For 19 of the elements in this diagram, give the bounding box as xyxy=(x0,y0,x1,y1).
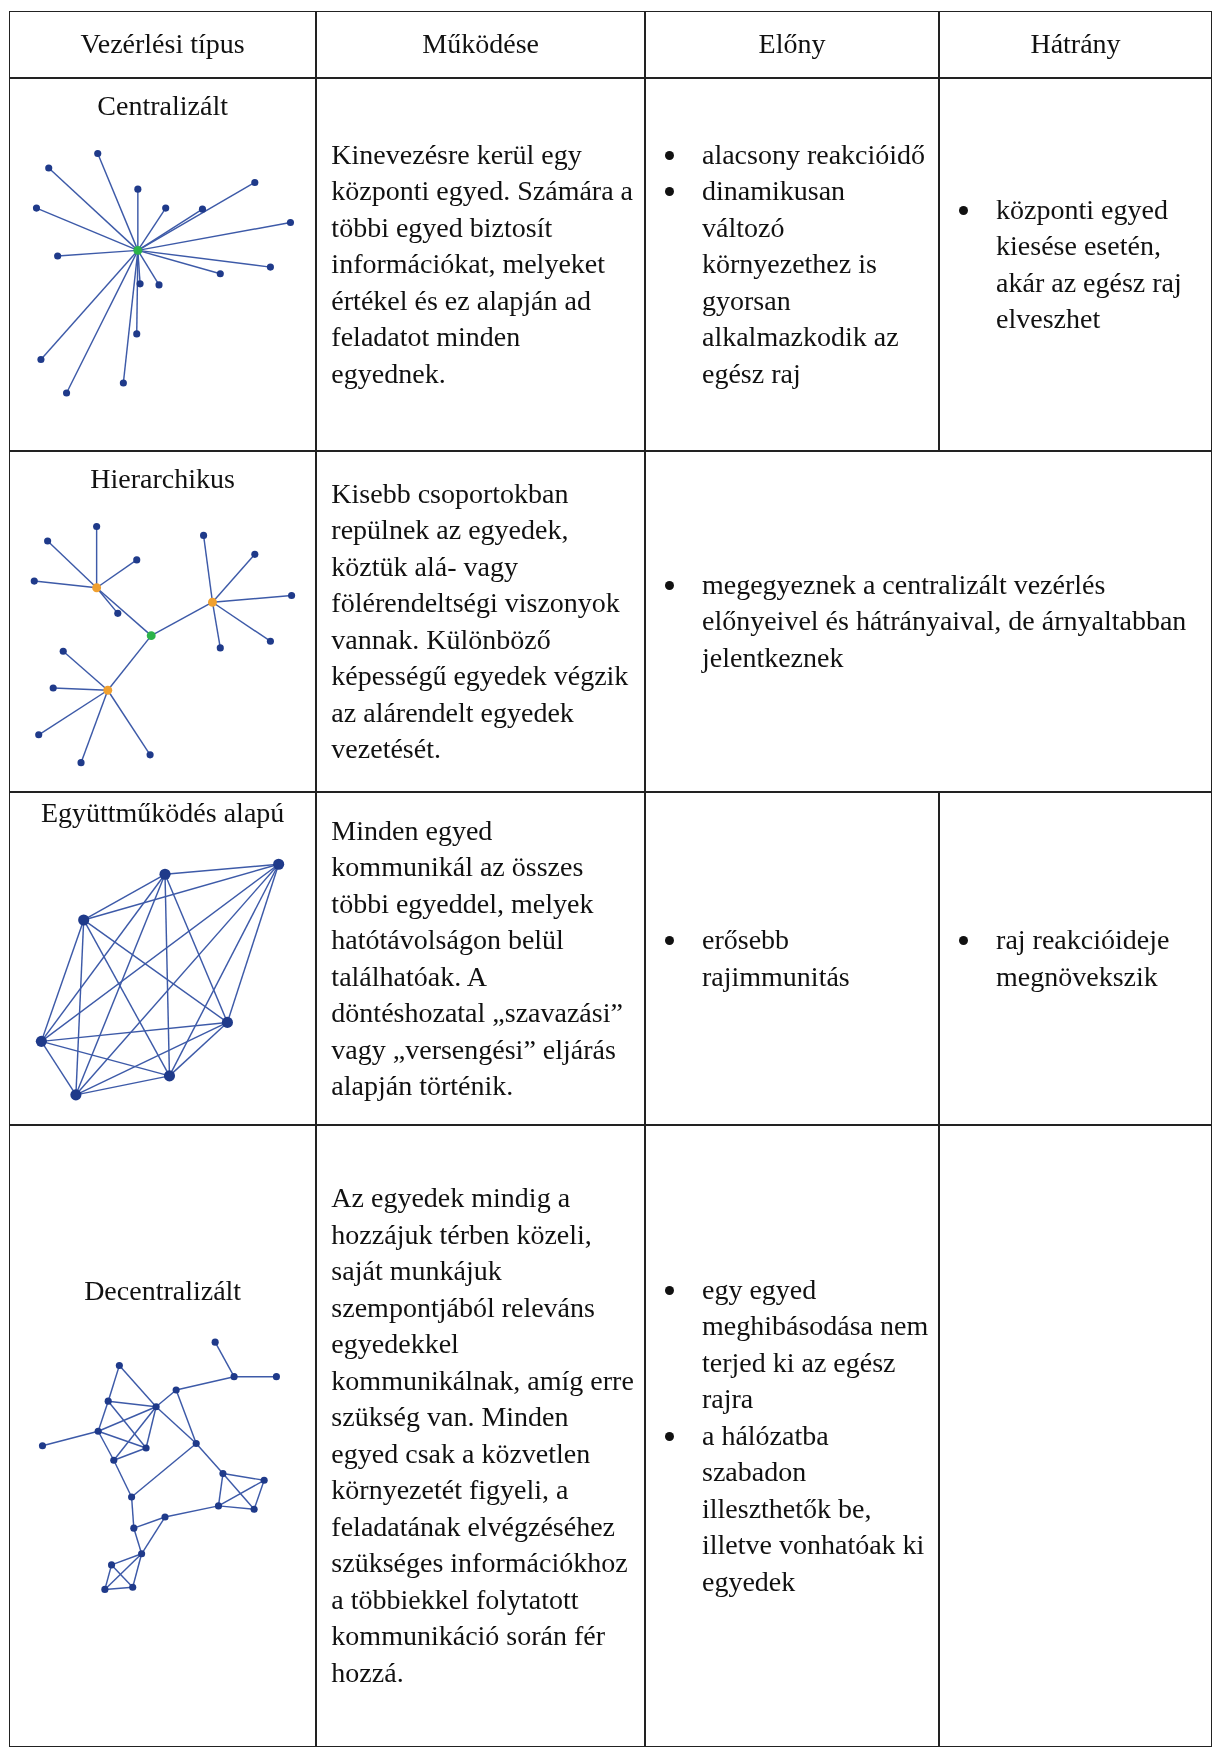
bullet-item: a hálózatba szabadon illeszthetők be, illetve vonhatóak ki egyedek xyxy=(702,1418,926,1599)
bullet-item: megegyeznek a centralizált vezérlés előnyeivel és hátrányaival, de árnyaltabban jelentkeznek xyxy=(702,567,1188,675)
column-header: Előny xyxy=(758,27,826,62)
column-header: Vezérlési típus xyxy=(80,27,245,62)
column-header: Hátrány xyxy=(1030,27,1121,62)
column-header: Működése xyxy=(422,27,539,62)
row-heading: Centralizált xyxy=(97,88,228,123)
cell-text: Az egyedek mindig a hozzájuk térben közeli, saját munkájuk szempontjából releváns egyedekkel kommunikálnak, amíg erre szükség van. Minden egyed csak a közvetlen környezetét figyeli, a feladatának elvégzéséhez szükséges információkhoz a többiekkel folytatott kommunikáció során fér hozzá. xyxy=(331,1181,635,1690)
row-heading: Hierarchikus xyxy=(90,462,235,497)
row-heading: Együttműködés alapú xyxy=(40,796,285,831)
bullet-item: dinamikusan változó környezethez is gyorsan alkalmazkodik az egész raj xyxy=(702,174,900,391)
bullet-item: erősebb rajimmunitás xyxy=(702,923,851,994)
cell-text: Kisebb csoportokban repülnek az egyedek, köztük alá- vagy fölérendeltségi viszonyok vannak. Különböző képességű egyedek végzik az alárendelt egyedek vezetését. xyxy=(331,476,630,767)
bullet-item: raj reakcióideje megnövekszik xyxy=(996,923,1171,994)
row-heading: Decentralizált xyxy=(84,1274,242,1309)
cell-text: Kinevezésre kerül egy központi egyed. Számára a többi egyed biztosít információkat, melyeket értékel és ez alapján ad feladatot minden egyednek. xyxy=(331,137,634,391)
cell-text: Minden egyed kommunikál az összes többi egyeddel, melyek hatótávolságon belül találhatóak. A döntéshozatal „szavazási” vagy „versengési” eljárás alapján történik. xyxy=(331,813,624,1104)
bullet-item: központi egyed kiesése esetén, akár az egész raj elveszhet xyxy=(996,192,1183,337)
bullet-item: alacsony reakcióidő xyxy=(702,137,927,172)
